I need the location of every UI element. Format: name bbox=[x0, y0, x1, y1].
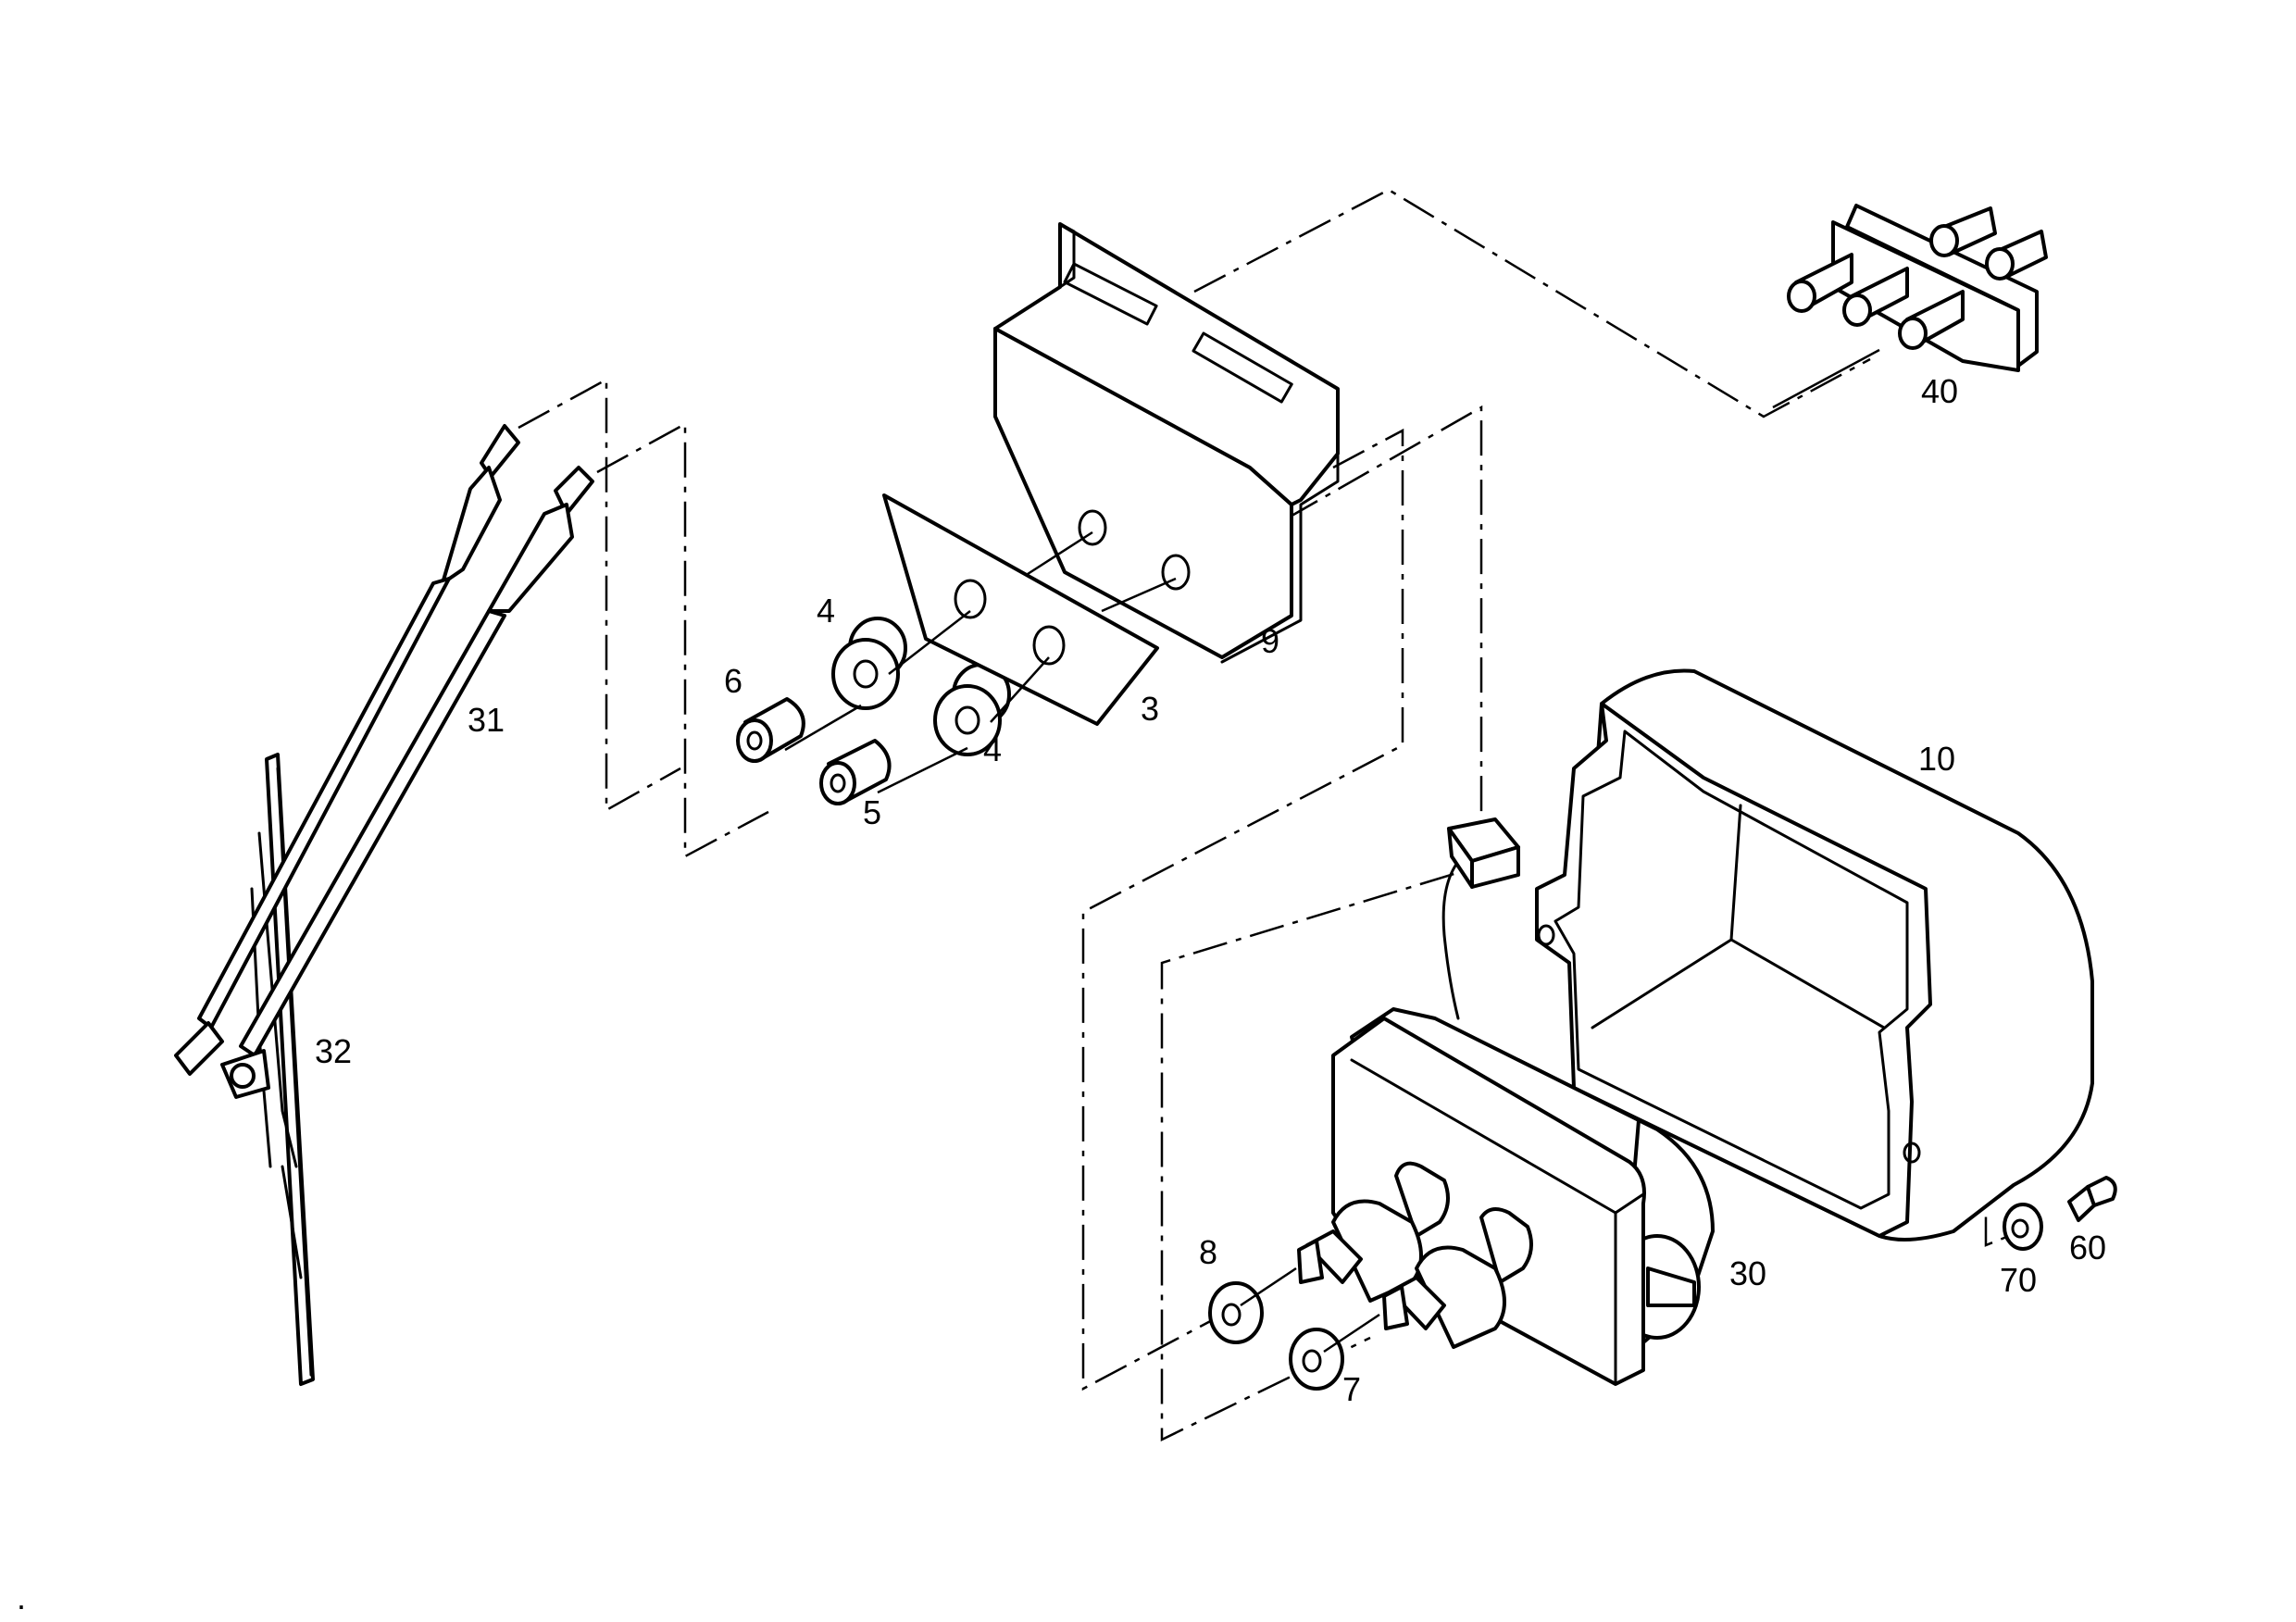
footer-mark: . bbox=[17, 1578, 26, 1616]
gasket-plate bbox=[882, 493, 1159, 726]
label-part-32: 32 bbox=[315, 1032, 352, 1070]
spacer-sleeve-5 bbox=[819, 739, 892, 805]
connector-leader bbox=[1772, 348, 1880, 409]
label-part-4-upper: 4 bbox=[817, 592, 835, 630]
wiper-motor bbox=[1297, 817, 1715, 1386]
grommet-upper bbox=[831, 617, 907, 710]
label-part-6: 6 bbox=[724, 662, 742, 700]
label-part-5: 5 bbox=[863, 793, 881, 831]
label-part-8: 8 bbox=[1199, 1233, 1217, 1271]
motor-cover bbox=[1535, 668, 2094, 1241]
label-part-9: 9 bbox=[1261, 622, 1279, 660]
label-part-60: 60 bbox=[2069, 1229, 2106, 1266]
label-part-4-lower: 4 bbox=[983, 730, 1002, 768]
nut bbox=[2003, 1203, 2043, 1251]
connector-plug bbox=[1787, 204, 2048, 372]
label-part-40: 40 bbox=[1921, 372, 1958, 410]
washer-7 bbox=[1289, 1328, 1344, 1391]
label-part-31: 31 bbox=[468, 701, 505, 739]
label-part-7: 7 bbox=[1342, 1370, 1361, 1408]
label-part-10: 10 bbox=[1918, 740, 1955, 778]
screw bbox=[2067, 1176, 2117, 1222]
washer-leaders bbox=[1240, 1266, 1380, 1354]
assembly-leaders bbox=[784, 530, 1177, 794]
label-part-3: 3 bbox=[1141, 690, 1159, 728]
grommet-lower bbox=[933, 663, 1011, 756]
mounting-bracket bbox=[993, 222, 1340, 664]
wiper-arms bbox=[174, 424, 594, 1099]
part-labels: 3 4 4 5 6 7 8 9 10 30 31 32 40 60 70 . bbox=[17, 372, 2106, 1616]
label-part-70: 70 bbox=[2000, 1261, 2037, 1299]
label-part-30: 30 bbox=[1729, 1254, 1766, 1292]
spacer-sleeve-6 bbox=[736, 697, 805, 763]
washer-8 bbox=[1208, 1281, 1264, 1344]
